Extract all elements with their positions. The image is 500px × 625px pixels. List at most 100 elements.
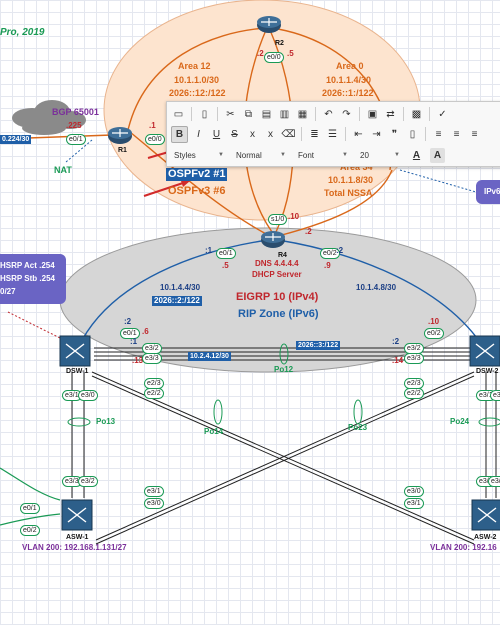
bgp-label: BGP 65001: [52, 107, 99, 117]
r4-ip-2: .2: [305, 227, 312, 236]
r4-ip-2b: :2: [336, 246, 344, 255]
switch-asw2-icon: [471, 499, 500, 531]
undo-icon[interactable]: ↶: [324, 108, 333, 120]
blockquote-icon[interactable]: ❞: [391, 128, 398, 140]
bg-color-icon[interactable]: A: [430, 147, 445, 163]
styles-dropdown[interactable]: Styles▼: [171, 148, 227, 162]
vlan-right: VLAN 200: 192.16: [430, 543, 497, 552]
hsrp-act: HSRP Act .254: [0, 261, 55, 270]
asw1-e0-2: e0/2: [20, 525, 40, 536]
align-left-icon[interactable]: ≡: [435, 128, 442, 140]
eigrp-ip-14: .14: [392, 356, 404, 365]
vlan-left: VLAN 200: 192.168.1.131/27: [22, 543, 127, 552]
ipv6-note-text: IPv6: [484, 187, 500, 196]
asw1-e3-0: e3/0: [144, 498, 164, 509]
eigrp-center-net6: 2026::3:/122: [296, 341, 341, 350]
area34-title: Area 34: [340, 162, 373, 172]
div-icon[interactable]: ▯: [409, 128, 416, 140]
format-dropdown[interactable]: Normal▼: [233, 148, 289, 162]
link-r4-dsw1: [77, 239, 269, 349]
cut-icon[interactable]: ✂: [226, 108, 235, 120]
po24-label: Po24: [450, 417, 470, 426]
align-center-icon[interactable]: ≡: [453, 128, 460, 140]
asw2-e3-0: e3/0: [404, 486, 424, 497]
ipv6-note: IPv6: [476, 180, 500, 204]
remove-format-icon[interactable]: ⌫: [281, 128, 296, 140]
ospfv2-label: OSPFv2 #1: [166, 168, 228, 181]
text-format-toolbar: ▭ ▯ ✂ ⧉ ▤ ▥ ▦ ↶ ↷ ▣ ⇄ ▩ ✓ B I U S x x ⌫ …: [166, 101, 500, 167]
eigrp-left-net4: 10.1.4.4/30: [160, 283, 201, 292]
size-dropdown-label: 20: [360, 150, 369, 160]
format-dropdown-label: Normal: [236, 150, 262, 160]
r4-e0-2: e0/2: [320, 248, 340, 259]
eigrp-ip-2: :2: [124, 317, 132, 326]
eigrp-title: EIGRP 10 (IPv4): [236, 291, 319, 303]
hsrp-misc: 0/27: [0, 287, 16, 296]
area12-net6: 2026::12:/122: [169, 88, 226, 98]
eigrp-dsw1-e0-1: e0/1: [120, 328, 140, 339]
new-page-icon[interactable]: ▯: [201, 108, 208, 120]
copy-icon[interactable]: ⧉: [244, 108, 253, 120]
outdent-icon[interactable]: ⇤: [354, 128, 363, 140]
r4-ip-5: .5: [222, 261, 229, 270]
r2-e0-0: e0/0: [264, 52, 284, 63]
link-r4-dsw2: [277, 239, 485, 349]
router-r1-icon: [108, 127, 132, 144]
ospfv3-label: OSPFv3 #6: [168, 185, 226, 197]
r4-ip-1: :1: [205, 246, 213, 255]
underline-button[interactable]: U: [212, 128, 221, 140]
area12-net4: 10.1.1.0/30: [174, 75, 220, 85]
select-all-icon[interactable]: ▩: [411, 108, 422, 120]
router-r4-icon: [261, 231, 285, 248]
paste-text-icon[interactable]: ▥: [279, 108, 290, 120]
dsw2-e3-0: e3/0: [490, 390, 500, 401]
subscript-button[interactable]: x: [250, 128, 255, 140]
eigrp-ip-6: .6: [142, 327, 149, 336]
redo-icon[interactable]: ↷: [342, 108, 351, 120]
eigrp-ip-1: :1: [130, 337, 138, 346]
dsw1-e2-2: e2/2: [144, 388, 164, 399]
numbered-list-icon[interactable]: ≣: [310, 128, 319, 140]
r4-ip-9: .9: [324, 261, 331, 270]
asw1-e3-1: e3/1: [144, 486, 164, 497]
spellcheck-icon[interactable]: ✓: [438, 108, 447, 120]
router-r2-icon: [257, 16, 281, 33]
bold-button[interactable]: B: [171, 125, 188, 143]
area12-title: Area 12: [178, 61, 211, 71]
find-icon[interactable]: ▣: [367, 108, 378, 120]
font-dropdown-label: Font: [298, 150, 315, 160]
strike-button[interactable]: S: [231, 128, 238, 140]
paste-icon[interactable]: ▤: [261, 108, 272, 120]
chevron-down-icon: ▼: [342, 152, 348, 158]
source-icon[interactable]: ▭: [173, 108, 184, 120]
eigrp-right-net4: 10.1.4.8/30: [356, 283, 397, 292]
replace-icon[interactable]: ⇄: [386, 108, 395, 120]
rip-title: RIP Zone (IPv6): [238, 308, 319, 320]
r4-dhcp: DHCP Server: [252, 270, 302, 279]
paste-word-icon[interactable]: ▦: [297, 108, 308, 120]
dsw1-name: DSW-1: [66, 368, 89, 375]
dsw2-e2-2: e2/2: [404, 388, 424, 399]
italic-button[interactable]: I: [197, 128, 200, 140]
font-dropdown[interactable]: Font ▼: [295, 148, 351, 162]
po13-label: Po13: [96, 417, 116, 426]
align-right-icon[interactable]: ≡: [471, 128, 478, 140]
bulleted-list-icon[interactable]: ☰: [328, 128, 337, 140]
po14-label: Po14: [204, 427, 224, 436]
chevron-down-icon: ▼: [218, 152, 224, 158]
dsw1-e3-0: e3/0: [78, 390, 98, 401]
eigrp-ip-2b: :2: [392, 337, 400, 346]
r2-ip-5: .5: [287, 49, 294, 58]
page-title: Pro, 2019: [0, 27, 45, 38]
size-dropdown[interactable]: 20▼: [357, 148, 403, 162]
superscript-button[interactable]: x: [268, 128, 273, 140]
area0-net4: 10.1.1.4/30: [326, 75, 372, 85]
po23-label: Po23: [348, 423, 368, 432]
text-color-icon[interactable]: A: [412, 149, 421, 161]
switch-dsw2-icon: [469, 335, 500, 367]
eigrp-left-net6: 2026::2:/122: [152, 296, 202, 306]
switch-asw1-icon: [61, 499, 93, 531]
area34-type: Total NSSA: [324, 188, 373, 198]
indent-icon[interactable]: ⇥: [372, 128, 381, 140]
asw1-e0-1: e0/1: [20, 503, 40, 514]
